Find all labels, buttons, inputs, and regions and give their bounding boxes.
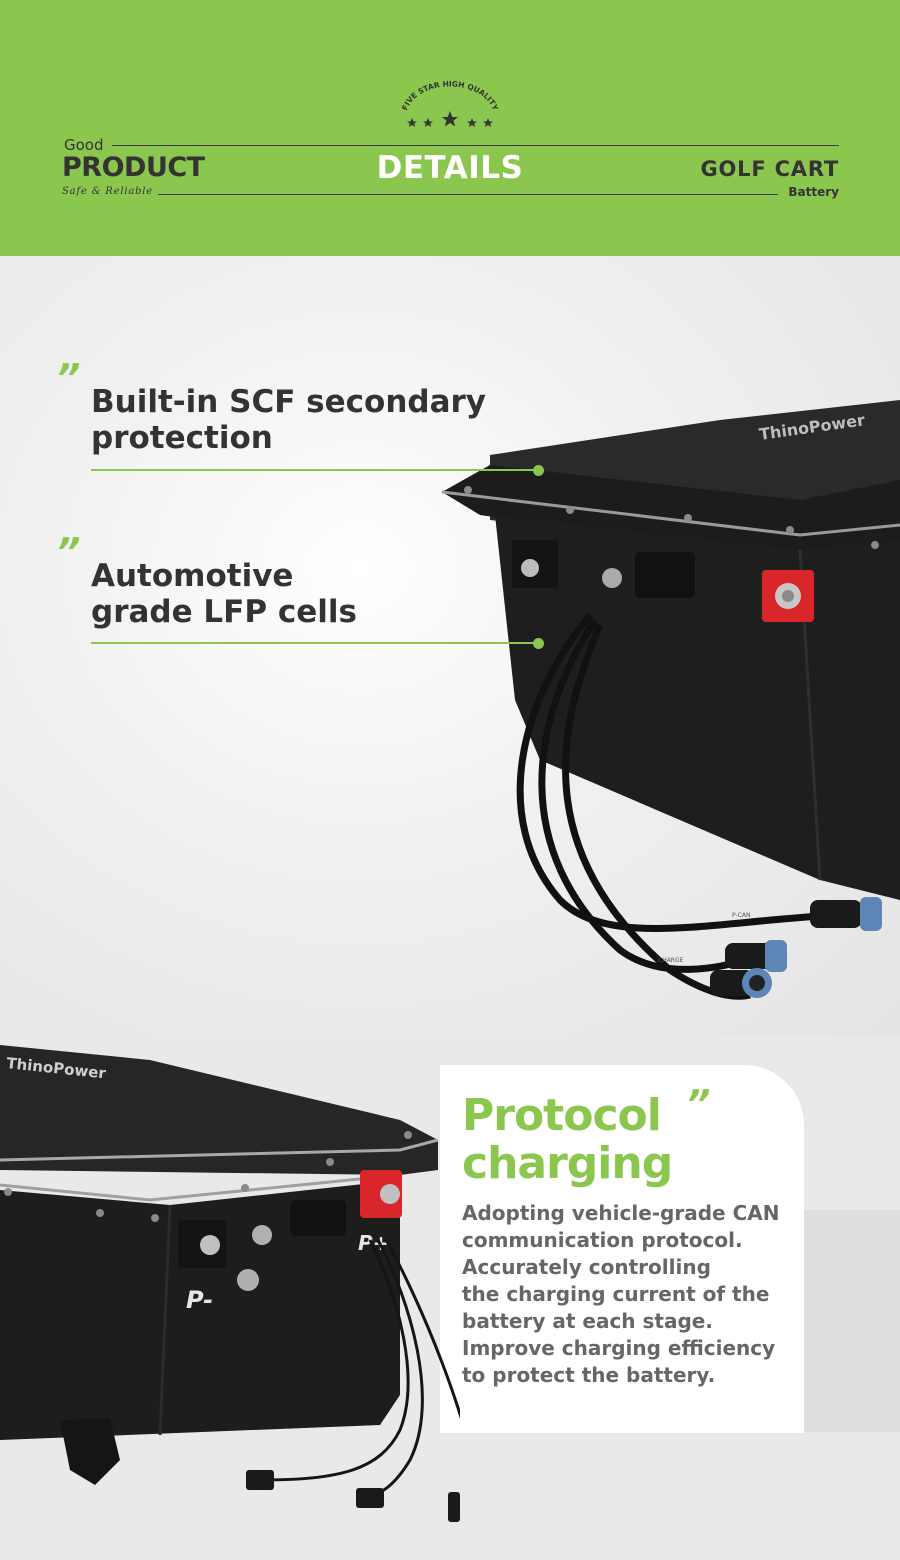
protocol-description-line: Improve charging efficiency <box>462 1336 776 1360</box>
header-details-title: DETAILS <box>376 150 524 186</box>
header-good-label: Good <box>64 136 104 154</box>
badge-text: FIVE STAR HIGH QUALITY <box>400 80 500 112</box>
header-battery-label: Battery <box>788 185 839 199</box>
feature-pointer-dot <box>533 638 544 649</box>
feature-quote-mark: ” <box>56 530 81 574</box>
protocol-quote-mark: ” <box>686 1082 711 1126</box>
header-rule-bottom <box>158 194 778 195</box>
feature-pointer-line <box>91 642 538 644</box>
header-rule-top <box>112 145 839 146</box>
header-golf-cart-label: GOLF CART <box>700 157 839 181</box>
battery-bottom-image: P- P+ ThinoPower <box>0 1045 460 1522</box>
header-safe-label: Safe & Reliable <box>62 186 154 197</box>
protocol-title-line: charging <box>462 1138 673 1189</box>
protocol-description-line: battery at each stage. <box>462 1309 713 1333</box>
feature-pointer-dot <box>533 465 544 476</box>
terminal-neg-label: P- <box>186 1286 213 1314</box>
protocol-title: Protocol charging <box>462 1090 673 1189</box>
battery-top-image: ThinoPower P-CAN CHARGE <box>441 400 900 1000</box>
feature-line: protection <box>91 420 273 456</box>
protocol-side-band <box>804 1210 900 1432</box>
protocol-description-line: to protect the battery. <box>462 1363 716 1387</box>
protocol-description-line: Accurately controlling <box>462 1255 711 1279</box>
feature-line: Built-in SCF secondary <box>91 384 486 420</box>
protocol-description-line: the charging current of the <box>462 1282 770 1306</box>
protocol-description-line: Adopting vehicle-grade CAN <box>462 1201 780 1225</box>
protocol-description: Adopting vehicle-grade CAN communication… <box>462 1200 792 1389</box>
five-star-badge-icon: FIVE STAR HIGH QUALITY <box>400 80 500 127</box>
protocol-card <box>440 1065 804 1433</box>
protocol-description-line: communication protocol. <box>462 1228 743 1252</box>
header-product-label: PRODUCT <box>62 152 205 183</box>
feature-quote-mark: ” <box>56 356 81 400</box>
feature-text-lfp: Automotive grade LFP cells <box>91 558 357 630</box>
feature-text-scf: Built-in SCF secondary protection <box>91 384 486 456</box>
header-banner: FIVE STAR HIGH QUALITY <box>0 0 900 256</box>
battery-top-label-pcan: P-CAN <box>732 912 750 919</box>
feature-pointer-line <box>91 469 538 471</box>
svg-text:FIVE STAR HIGH QUALITY: FIVE STAR HIGH QUALITY <box>400 80 500 112</box>
protocol-title-line: Protocol <box>462 1090 662 1141</box>
feature-line: Automotive <box>91 558 294 594</box>
battery-top-label-charge: CHARGE <box>658 957 684 964</box>
feature-line: grade LFP cells <box>91 594 357 630</box>
